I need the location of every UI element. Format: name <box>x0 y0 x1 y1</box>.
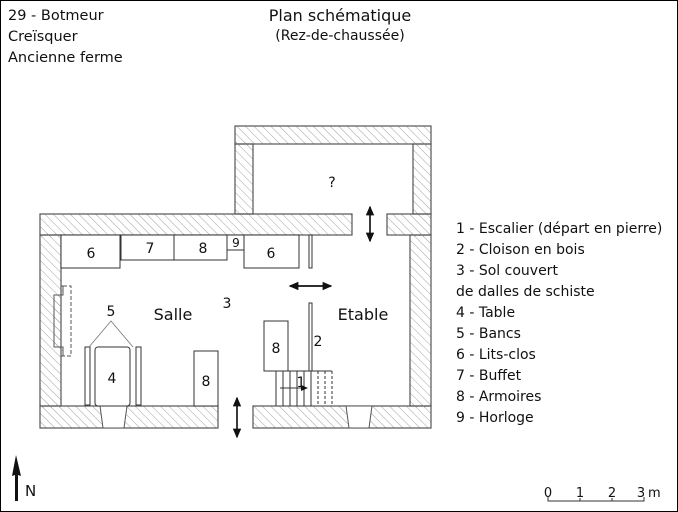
armoire-2 <box>193 350 219 407</box>
marker-8a: 8 <box>199 241 208 257</box>
staircase <box>275 370 333 406</box>
table <box>94 346 131 407</box>
armoire-3 <box>263 320 289 372</box>
place-hamlet: Creïsquer <box>8 29 78 45</box>
wall-bottom-right <box>252 405 432 429</box>
lit-clos-1 <box>60 234 121 269</box>
room-etable: Etable <box>338 305 389 324</box>
armoire-1 <box>173 234 228 261</box>
marker-8b: 8 <box>202 374 211 390</box>
marker-2: 2 <box>314 334 323 350</box>
marker-8c: 8 <box>272 341 281 357</box>
wall-top-left <box>39 213 353 236</box>
north-arrow-icon <box>12 455 21 501</box>
legend-item: de dalles de schiste <box>456 284 595 300</box>
scale-unit: m <box>648 486 661 501</box>
access-arrows <box>232 205 375 439</box>
marker-5: 5 <box>107 304 116 320</box>
window-etable <box>345 405 373 429</box>
legend-item: 7 - Buffet <box>456 368 522 384</box>
legend: 1 - Escalier (départ en pierre) 2 - Cloi… <box>456 219 662 429</box>
wall-annex-top <box>234 125 432 145</box>
wall-top-right <box>386 213 432 236</box>
place-commune: 29 - Botmeur <box>8 8 104 24</box>
legend-item: 9 - Horloge <box>456 410 534 426</box>
north-arrow: N <box>12 455 36 501</box>
marker-9: 9 <box>232 236 240 250</box>
partition-2 <box>308 302 313 372</box>
marker-7: 7 <box>146 241 155 257</box>
scale-bar: 0 1 2 3 m <box>544 486 661 502</box>
plan-title: Plan schématique <box>268 6 412 25</box>
legend-item: 2 - Cloison en bois <box>456 242 585 258</box>
legend-item: 5 - Bancs <box>456 326 521 342</box>
bench-right <box>135 346 142 406</box>
marker-1: 1 <box>297 375 306 391</box>
buffet <box>120 234 175 261</box>
wall-annex-right <box>412 143 432 215</box>
place-info: 29 - Botmeur Creïsquer Ancienne ferme <box>8 6 123 69</box>
legend-item: 6 - Lits-clos <box>456 347 536 363</box>
marker-3: 3 <box>223 296 232 312</box>
bench-left <box>84 346 91 406</box>
legend-item: 4 - Table <box>456 305 516 321</box>
wall-annex-left <box>234 143 254 215</box>
marker-4: 4 <box>108 371 117 387</box>
scale-tick-1: 1 <box>576 486 584 501</box>
furniture <box>60 234 333 407</box>
scale-tick-2: 2 <box>608 486 616 501</box>
walls <box>39 125 432 429</box>
legend-item: 8 - Armoires <box>456 389 542 405</box>
lit-clos-2 <box>243 234 300 269</box>
wall-bottom-left <box>39 405 219 429</box>
room-salle: Salle <box>154 305 193 324</box>
plan-subtitle: (Rez-de-chaussée) <box>275 28 405 44</box>
legend-item: 3 - Sol couvert <box>456 263 558 279</box>
windows <box>99 405 373 429</box>
north-label: N <box>25 482 36 500</box>
window-salle <box>99 405 128 429</box>
marker-6b: 6 <box>267 246 276 262</box>
fireplace <box>53 285 72 357</box>
wall-right <box>409 234 432 407</box>
bench-callout-lines <box>88 320 134 348</box>
scale-tick-0: 0 <box>544 486 552 501</box>
marker-6a: 6 <box>87 246 96 262</box>
scale-tick-3: 3 <box>637 486 645 501</box>
legend-item: 1 - Escalier (départ en pierre) <box>456 221 663 237</box>
place-building: Ancienne ferme <box>8 50 123 66</box>
fireplace-hood <box>53 285 64 357</box>
partition-top <box>308 234 313 269</box>
room-unknown: ? <box>328 175 335 191</box>
